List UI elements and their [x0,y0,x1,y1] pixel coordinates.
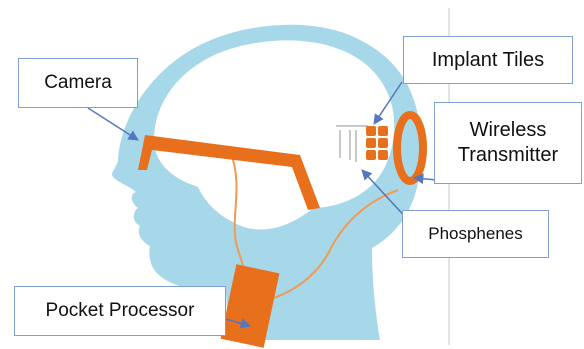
label-wireless-line1: Wireless [469,119,547,141]
label-camera: Camera [18,58,138,108]
pocket-processor-device [220,264,280,348]
arrow-implant [373,81,403,125]
implant-tiles [366,126,388,160]
wireless-transmitter [393,111,427,185]
label-implant-tiles: Implant Tiles [403,36,573,84]
arrow-camera [87,107,139,141]
glasses-camera [138,135,320,210]
label-wireless-line2: Transmitter [457,144,559,166]
cable-to-transmitter [267,189,399,301]
implant-guide-lines [336,125,368,162]
brain-outline [145,32,403,238]
label-wireless-transmitter: Wireless Transmitter [434,102,582,184]
label-pocket-processor: Pocket Processor [14,286,226,336]
label-phosphenes: Phosphenes [402,210,549,258]
